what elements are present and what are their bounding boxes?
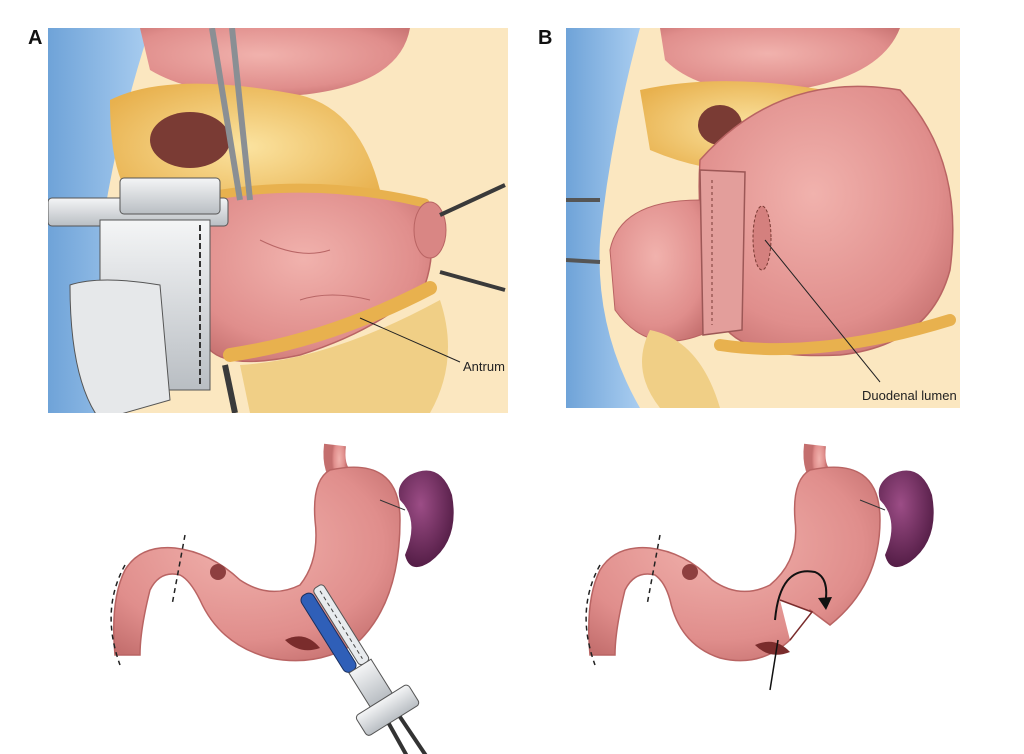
- duodenal-lumen-leader-line: [764, 239, 881, 383]
- liver-upper-b: [660, 28, 900, 93]
- schematic-a: [110, 443, 454, 754]
- rotation-arrow-icon: [774, 570, 828, 621]
- duodenal-cuff: [699, 169, 746, 336]
- stapler-icon: [300, 584, 436, 754]
- wedge-cut-b: [779, 599, 814, 641]
- surgical-drape-b: [566, 28, 640, 408]
- stapler-handle: [69, 279, 171, 413]
- rotation-arrowhead: [818, 597, 832, 610]
- retractor-b: [566, 198, 601, 264]
- clamp-upper: [439, 183, 506, 217]
- antrum-label: Antrum: [463, 359, 505, 374]
- jejunal-loop: [609, 199, 713, 342]
- stapler-grip: [355, 684, 420, 736]
- spleen-a: [398, 470, 454, 568]
- fat-band-lower-b: [714, 314, 956, 356]
- spleen-vessel-b: [859, 499, 886, 511]
- arrow-tail-line: [769, 639, 779, 691]
- fat-lower-left-b: [642, 330, 720, 408]
- pylorus-mark-b: [682, 564, 698, 580]
- vessels: [259, 239, 371, 301]
- stapler-rod-2: [398, 715, 436, 754]
- schematic-b: [585, 443, 934, 691]
- duodenum-dashed-curve-b: [585, 564, 601, 666]
- dark-cavity: [150, 112, 230, 168]
- stomach-schematic-a: [113, 466, 401, 662]
- duodenal-stump: [413, 201, 447, 259]
- clamp-lower: [439, 270, 506, 292]
- duodenal-lumen-opening: [752, 205, 772, 271]
- stapler-head: [119, 177, 221, 215]
- antrum-leader-line: [359, 317, 461, 363]
- duodenum-dashed-curve-a: [110, 564, 126, 666]
- pylorus-mark-a: [210, 564, 226, 580]
- transection-line-a: [171, 534, 186, 606]
- spleen-vessel-a: [379, 499, 406, 511]
- incision-notch-a: [285, 636, 320, 651]
- panel-b-letter: B: [538, 27, 553, 49]
- panel-a-letter: A: [28, 27, 43, 49]
- duodenal-lumen-label: Duodenal lumen: [862, 388, 957, 403]
- liver-upper: [140, 28, 410, 96]
- forceps-right: [229, 28, 253, 201]
- transection-line-b: [646, 534, 661, 606]
- forceps-left: [209, 28, 243, 201]
- panel-b-operative-view: [566, 28, 960, 408]
- fat-band-lower: [223, 281, 437, 362]
- spleen-b: [878, 470, 934, 568]
- stapler-staples: [319, 590, 363, 659]
- stomach-schematic-b: [588, 466, 881, 662]
- stapler-rod-1: [387, 722, 421, 754]
- incision-notch-b: [755, 641, 790, 655]
- lower-fat: [240, 300, 448, 413]
- lower-instrument: [222, 364, 238, 413]
- panel-a-operative-view: [48, 28, 508, 413]
